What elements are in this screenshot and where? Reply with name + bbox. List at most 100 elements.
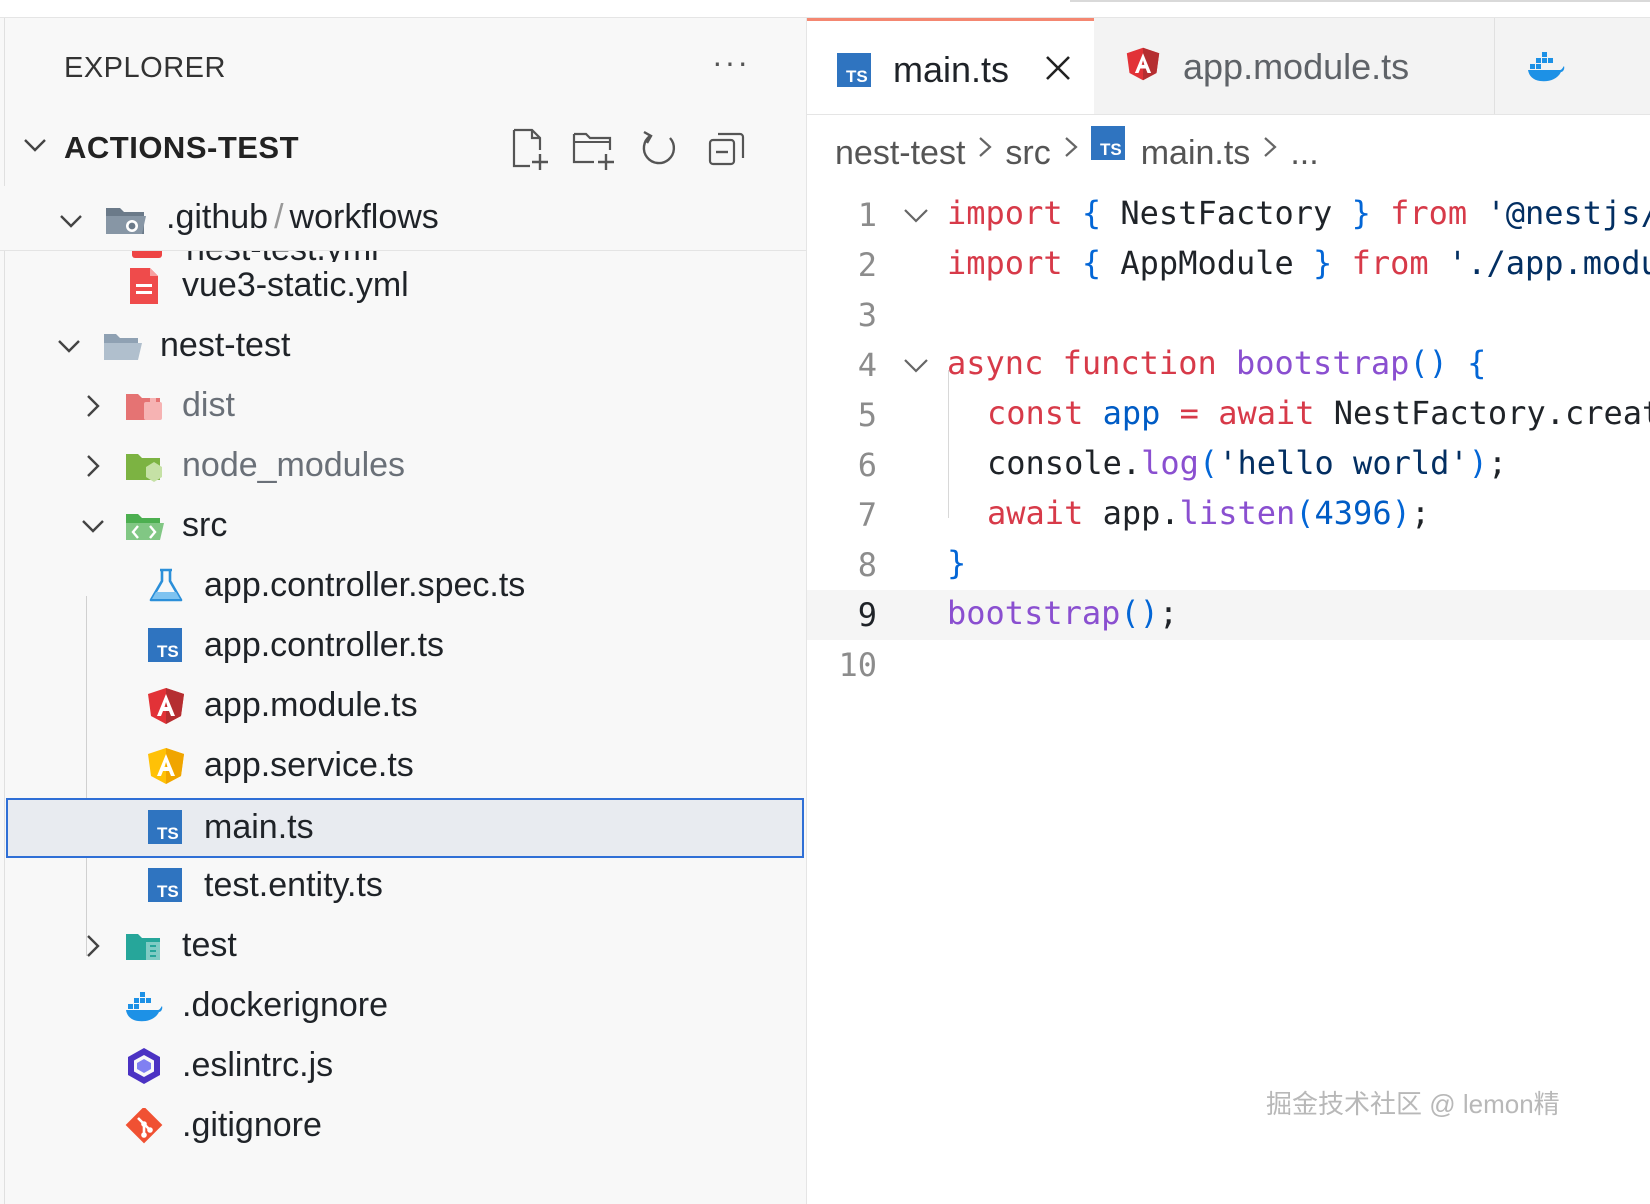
clipped-item-label: nest-test.yml [186, 248, 379, 262]
angular-icon [148, 688, 184, 724]
tree-item-app-controller-ts[interactable]: TS app.controller.ts [6, 616, 804, 676]
chevron-right-icon [1064, 137, 1078, 157]
typescript-icon: TS [148, 868, 182, 902]
tree-item-gitignore[interactable]: .gitignore [6, 1096, 804, 1156]
watermark: 掘金技术社区 @ lemon精 [1266, 1089, 1560, 1119]
line-number: 2 [857, 246, 877, 284]
tree-item-dockerignore[interactable]: .dockerignore [6, 976, 804, 1036]
tree-item-nest-test[interactable]: nest-test [6, 316, 804, 376]
code-text: import { AppModule } from './app.module'… [947, 244, 1650, 282]
tree-item-label: nest-test [160, 326, 291, 364]
tree-item-test[interactable]: test [6, 916, 804, 976]
new-file-icon[interactable] [506, 126, 552, 172]
tab-main-ts[interactable]: TS main.ts [807, 18, 1094, 114]
code-line: 3 [807, 290, 1650, 340]
code-line: 7 await app.listen(4396); [807, 490, 1650, 540]
code-text: const app = await NestFactory.create(App… [987, 394, 1650, 432]
tree-item-label: test.entity.ts [204, 866, 383, 904]
dist-folder-icon [126, 394, 162, 420]
code-text: import { NestFactory } from '@nestjs/cor… [947, 194, 1650, 232]
code-text: } [947, 544, 967, 582]
docker-icon [126, 992, 163, 1022]
tree-item-label: app.controller.ts [204, 626, 445, 664]
tree-item-node-modules[interactable]: node_modules [6, 436, 804, 496]
tab-app-module-ts[interactable]: app.module.ts [1095, 18, 1495, 114]
collapse-all-icon[interactable] [704, 126, 750, 172]
sidebar-edge [4, 18, 5, 1204]
tree-item-src[interactable]: src [6, 496, 804, 556]
tree-item-app-controller-spec-ts[interactable]: app.controller.spec.ts [6, 556, 804, 616]
line-number: 10 [838, 646, 877, 684]
tree-item-label: .gitignore [182, 1106, 322, 1144]
line-number: 9 [857, 596, 877, 634]
breadcrumb-item-nest-test[interactable]: nest-test [835, 133, 966, 172]
typescript-icon: TS [148, 810, 182, 844]
tab-bar: TS main.ts app.module.ts [807, 18, 1650, 115]
tree-item-label: dist [182, 386, 235, 424]
code-line: 2 import { AppModule } from './app.modul… [807, 240, 1650, 290]
new-folder-icon[interactable] [570, 126, 616, 172]
tree-item-app-module-ts[interactable]: app.module.ts [6, 676, 804, 736]
chevron-right-icon [979, 137, 993, 157]
tree-item-dist[interactable]: dist [6, 376, 804, 436]
close-icon[interactable] [1041, 51, 1075, 85]
tree-item-app-service-ts[interactable]: app.service.ts [6, 736, 804, 796]
node-folder-icon [126, 454, 162, 482]
sticky-folder-github-workflows[interactable]: .github/workflows [0, 186, 806, 251]
top-strip-segment [1070, 0, 1650, 2]
tree-item-label: .dockerignore [182, 986, 389, 1024]
svg-text:TS: TS [157, 882, 179, 901]
code-line: 8 } [807, 540, 1650, 590]
breadcrumb-item-symbols[interactable]: ... [1290, 133, 1319, 172]
code-line: 1 import { NestFactory } from '@nestjs/c… [807, 190, 1650, 240]
fold-chevron-icon[interactable] [901, 352, 931, 380]
git-icon [125, 1108, 163, 1144]
tree-item-label: app.service.ts [204, 746, 414, 784]
github-folder-icon [106, 208, 146, 234]
refresh-icon[interactable] [636, 126, 682, 172]
tab-label: main.ts [893, 49, 1010, 90]
breadcrumb-item-src[interactable]: src [1005, 133, 1051, 172]
code-line: 5 const app = await NestFactory.create(A… [807, 390, 1650, 440]
yaml-file-icon [130, 268, 158, 304]
tree-item-label: test [182, 926, 237, 964]
yaml-file-icon [132, 248, 162, 258]
chevron-down-icon [58, 340, 80, 353]
angular-service-icon [148, 748, 184, 784]
chevron-right-icon [87, 455, 100, 477]
code-line: 6 console.log('hello world'); [807, 440, 1650, 490]
code-line: 4 async function bootstrap() { [807, 340, 1650, 390]
src-folder-icon [126, 514, 164, 540]
code-text: async function bootstrap() { [947, 344, 1487, 382]
line-number: 4 [857, 346, 877, 384]
sticky-path: .github/workflows [166, 198, 439, 237]
folder-open-icon [104, 334, 142, 360]
tree-item-label: vue3-static.yml [182, 266, 409, 304]
editor-area: TS main.ts app.module.ts [807, 18, 1650, 1204]
line-number: 3 [857, 296, 877, 334]
code-line-current: 9 bootstrap(); [807, 590, 1650, 640]
breadcrumb-item-main-ts[interactable]: main.ts [1140, 133, 1251, 172]
tree-item-main-ts[interactable]: TS main.ts [6, 798, 804, 858]
line-number: 5 [857, 396, 877, 434]
tree-item-vue3-static-yml[interactable]: vue3-static.yml [6, 256, 804, 316]
line-number: 1 [857, 196, 877, 234]
more-actions-button[interactable]: ··· [712, 44, 750, 80]
chevron-right-icon [87, 935, 100, 957]
tree-item-test-entity-ts[interactable]: TS test.entity.ts [6, 856, 804, 916]
docker-icon [1528, 52, 1565, 82]
clipped-tree-item[interactable]: nest-test.yml [0, 248, 806, 262]
fold-chevron-icon[interactable] [901, 202, 931, 230]
eslint-icon [128, 1048, 160, 1084]
tab-dockerfile[interactable] [1496, 18, 1650, 114]
tree-item-label: app.controller.spec.ts [204, 566, 526, 604]
workspace-section-header[interactable]: ACTIONS-TEST [0, 126, 806, 174]
chevron-down-icon [82, 520, 104, 533]
test-flask-icon [149, 568, 183, 602]
code-line: 10 [807, 640, 1650, 690]
svg-text:TS: TS [157, 642, 179, 661]
tree-item-eslintrc-js[interactable]: .eslintrc.js [6, 1036, 804, 1096]
code-text: await app.listen(4396); [987, 494, 1431, 532]
svg-text:TS: TS [1100, 140, 1122, 159]
chevron-down-icon [24, 139, 46, 152]
